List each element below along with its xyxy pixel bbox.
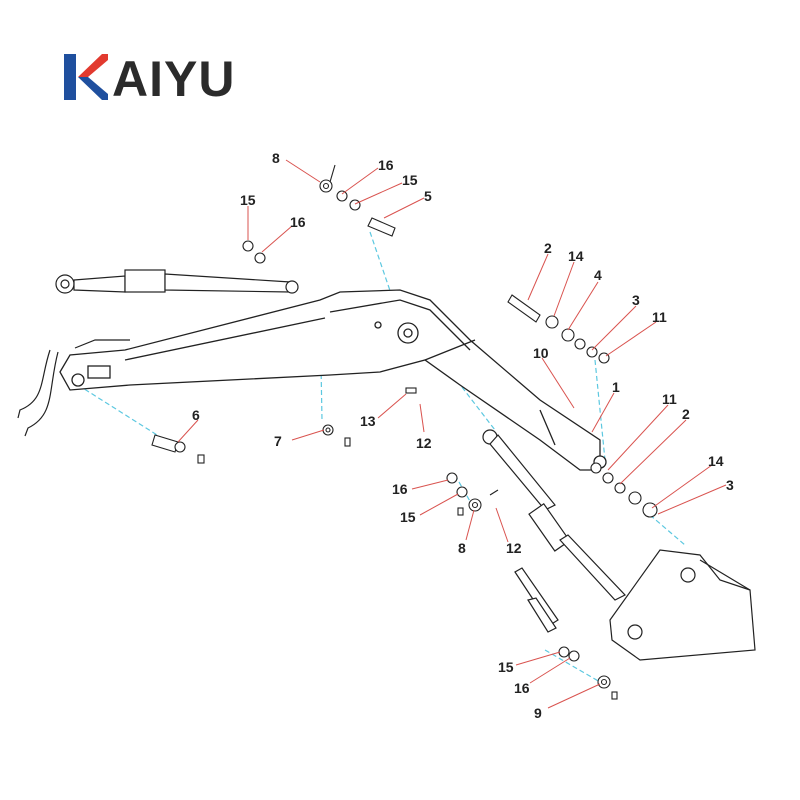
callout-16-mid: 16 bbox=[392, 481, 408, 497]
callout-10: 10 bbox=[533, 345, 549, 361]
arm-base bbox=[609, 549, 756, 661]
callout-16-top: 16 bbox=[378, 157, 394, 173]
bucket-cylinder bbox=[514, 567, 559, 633]
callout-3-right: 3 bbox=[726, 477, 734, 493]
callout-5: 5 bbox=[424, 188, 432, 204]
callout-1: 1 bbox=[612, 379, 620, 395]
callout-11-top: 11 bbox=[652, 309, 667, 325]
callout-13: 13 bbox=[360, 413, 376, 429]
leader-lines bbox=[177, 159, 727, 709]
callout-9: 9 bbox=[534, 705, 542, 721]
callout-12-lower: 12 bbox=[506, 540, 522, 556]
callout-16-bottom: 16 bbox=[514, 680, 530, 696]
callout-7: 7 bbox=[274, 433, 282, 449]
callout-14-right: 14 bbox=[708, 453, 724, 469]
callout-14-top: 14 bbox=[568, 248, 584, 264]
callout-4: 4 bbox=[594, 267, 602, 283]
callout-15-left: 15 bbox=[240, 192, 256, 208]
callout-2-right: 2 bbox=[682, 406, 690, 422]
callout-8-mid: 8 bbox=[458, 540, 466, 556]
kaiyu-logo: AIYU bbox=[62, 51, 252, 107]
small-parts bbox=[151, 164, 658, 700]
callout-2-top: 2 bbox=[544, 240, 552, 256]
callout-3-top: 3 bbox=[632, 292, 640, 308]
callout-8-top: 8 bbox=[272, 150, 280, 166]
boom-cylinder bbox=[55, 269, 299, 294]
callout-12-upper: 12 bbox=[416, 435, 432, 451]
logo-wordmark: AIYU bbox=[112, 51, 236, 107]
callout-11-right: 11 bbox=[662, 391, 677, 407]
kaiyu-k-mark-icon bbox=[64, 54, 108, 100]
callout-16-left: 16 bbox=[290, 214, 306, 230]
hydraulic-hoses bbox=[17, 339, 130, 437]
arm-cylinder bbox=[482, 429, 626, 601]
callout-15-mid: 15 bbox=[400, 509, 416, 525]
boom-body bbox=[59, 289, 607, 471]
callout-6: 6 bbox=[192, 407, 200, 423]
callout-15-bottom: 15 bbox=[498, 659, 514, 675]
callout-labels: 8 16 15 5 15 16 2 14 4 3 11 10 1 11 2 14… bbox=[192, 150, 734, 721]
callout-15-top: 15 bbox=[402, 172, 418, 188]
